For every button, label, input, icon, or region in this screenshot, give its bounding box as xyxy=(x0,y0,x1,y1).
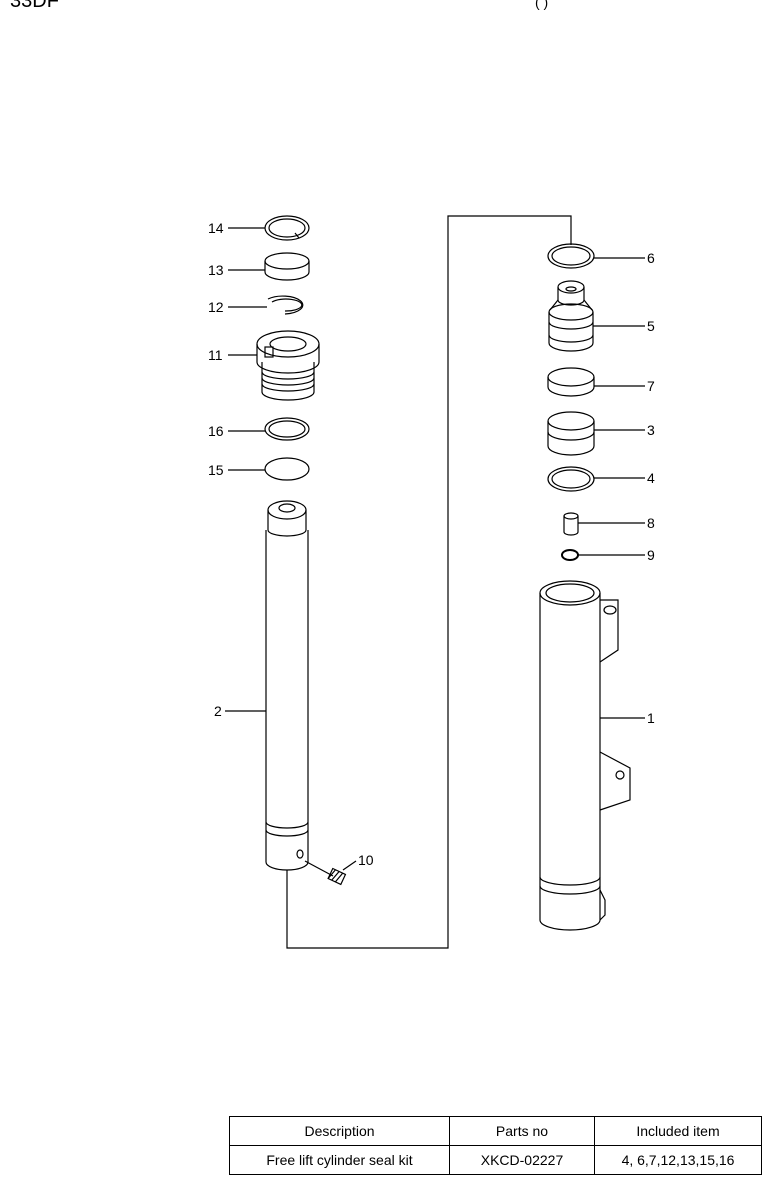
callout-12: 12 xyxy=(208,299,224,315)
callout-9: 9 xyxy=(647,547,655,563)
connector-line xyxy=(286,215,572,949)
seal-ring-part xyxy=(547,466,595,492)
header-parts-no: Parts no xyxy=(449,1116,595,1146)
piston-rod-part xyxy=(265,500,309,871)
check-valve-pin-part xyxy=(563,512,579,536)
small-o-ring-part xyxy=(561,549,579,561)
wear-ring-part xyxy=(547,243,595,269)
split-ring-part xyxy=(267,295,304,315)
page-header-code: 33DF xyxy=(10,0,59,12)
guide-ring-part xyxy=(547,367,595,397)
callout-16: 16 xyxy=(208,423,224,439)
exploded-view-diagram: 14 13 12 11 16 15 2 10 6 5 7 3 4 8 9 1 xyxy=(208,215,655,949)
header-description: Description xyxy=(229,1116,450,1146)
backup-ring-part xyxy=(264,417,310,441)
gland-nut-part xyxy=(256,330,320,401)
cell-included-item: 4, 6,7,12,13,15,16 xyxy=(594,1145,762,1175)
table-header-row: Description Parts no Included item xyxy=(229,1116,762,1146)
snap-ring-part xyxy=(264,215,310,241)
callout-10: 10 xyxy=(358,852,374,868)
callout-6: 6 xyxy=(647,250,655,266)
table-row: Free lift cylinder seal kit XKCD-02227 4… xyxy=(229,1145,762,1175)
callout-1: 1 xyxy=(647,710,655,726)
callout-4: 4 xyxy=(647,470,655,486)
cylinder-tube-part xyxy=(539,580,631,931)
callout-15: 15 xyxy=(208,462,224,478)
callout-11: 11 xyxy=(208,347,223,363)
callout-5: 5 xyxy=(647,318,655,334)
cell-parts-no: XKCD-02227 xyxy=(449,1145,595,1175)
o-ring-part xyxy=(264,457,310,481)
page-header-bracket: ( ) xyxy=(535,0,549,10)
piston-part xyxy=(548,280,594,352)
cell-description: Free lift cylinder seal kit xyxy=(229,1145,450,1175)
ring-part xyxy=(264,252,310,281)
callout-8: 8 xyxy=(647,515,655,531)
callout-13: 13 xyxy=(208,262,224,278)
seal-kit-table: Description Parts no Included item Free … xyxy=(229,1116,762,1175)
header-included-item: Included item xyxy=(594,1116,762,1146)
set-screw-part xyxy=(327,867,347,886)
callout-3: 3 xyxy=(647,422,655,438)
callout-2: 2 xyxy=(214,703,222,719)
callout-14: 14 xyxy=(208,220,224,236)
callout-7: 7 xyxy=(647,378,655,394)
piston-seal-part xyxy=(547,411,595,456)
